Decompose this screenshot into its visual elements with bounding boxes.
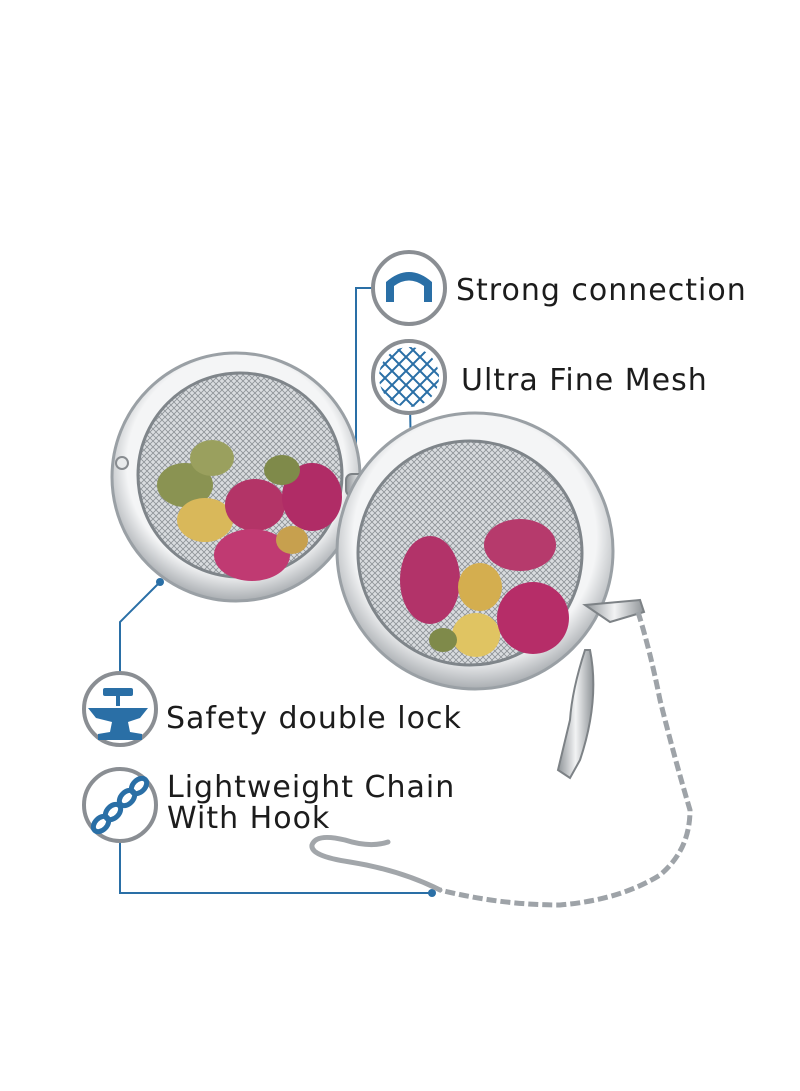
chain-icon bbox=[82, 767, 158, 843]
feature-label-safety-double-lock: Safety double lock bbox=[166, 701, 462, 736]
feature-label-strong-connection: Strong connection bbox=[456, 273, 747, 308]
mesh-icon bbox=[371, 339, 447, 415]
feature-label-line: Lightweight Chain bbox=[167, 770, 456, 805]
callout-dot bbox=[156, 578, 164, 586]
lock-clasp bbox=[556, 598, 646, 780]
dried-rose-buds-right bbox=[400, 519, 569, 657]
feature-label-line: With Hook bbox=[167, 801, 331, 836]
chain bbox=[439, 611, 693, 908]
anvil-hammer-icon bbox=[82, 671, 158, 747]
hook bbox=[309, 834, 443, 893]
dried-rose-buds-left bbox=[157, 440, 342, 581]
feature-label-ultra-fine-mesh: Ultra Fine Mesh bbox=[461, 363, 708, 398]
feature-label-lightweight-chain: Lightweight Chain With Hook bbox=[167, 772, 455, 834]
callout-dot bbox=[428, 889, 436, 897]
hinge-icon bbox=[371, 250, 447, 326]
callout-lines bbox=[119, 287, 432, 894]
